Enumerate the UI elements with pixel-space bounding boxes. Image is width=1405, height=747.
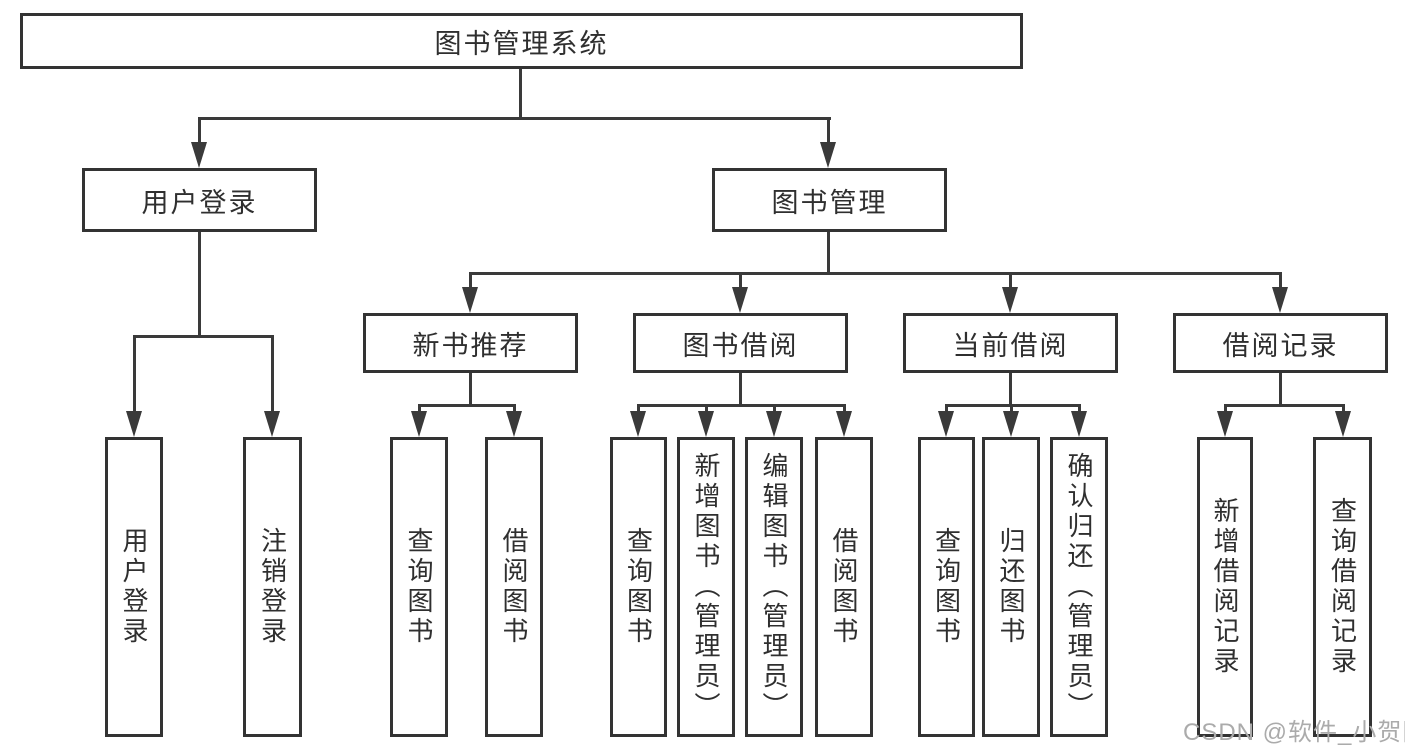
arrow-s4-add	[1217, 411, 1233, 437]
connector-l1-stem-left	[198, 117, 201, 144]
connector-book-stem	[827, 232, 830, 275]
connector-l2-stem-4	[1279, 272, 1282, 288]
leaf-s1-query-books: 查询图书	[390, 437, 448, 737]
node-new-books: 新书推荐	[363, 313, 578, 373]
leaf-s4-query-borrow-record: 查询借阅记录	[1313, 437, 1372, 737]
node-root-label: 图书管理系统	[434, 28, 609, 59]
connector-s3-c3	[1078, 404, 1081, 413]
node-borrow-records-label: 借阅记录	[1222, 330, 1339, 361]
node-current-borrow: 当前借阅	[903, 313, 1118, 373]
arrow-s3-confirm	[1071, 411, 1087, 437]
arrow-logout-leaf	[264, 411, 280, 437]
connector-l1-branch	[198, 117, 831, 120]
node-user-login: 用户登录	[82, 168, 317, 232]
csdn-watermark: CSDN @软件_小贺同学	[1183, 719, 1405, 746]
connector-s1-stem	[469, 373, 472, 407]
connector-s2-stem	[739, 373, 742, 407]
arrow-s2-query	[630, 411, 646, 437]
leaf-s2-add-book-admin: 新增图书（管理员）	[677, 437, 735, 737]
connector-s2-c4	[843, 404, 846, 413]
arrow-s2-edit	[766, 411, 782, 437]
arrow-current-borrow	[1002, 287, 1018, 313]
leaf-s4-query-borrow-record-label: 查询借阅记录	[1327, 497, 1358, 677]
node-book-mgmt-label: 图书管理	[771, 187, 888, 218]
leaf-s4-add-borrow-record-label: 新增借阅记录	[1210, 497, 1240, 677]
connector-s2-c2	[705, 404, 708, 413]
node-book-mgmt: 图书管理	[712, 168, 947, 232]
connector-l2-stem-1	[469, 272, 472, 288]
connector-user-stem	[198, 232, 201, 338]
connector-s3-branch	[945, 404, 1081, 407]
leaf-s2-edit-book-admin: 编辑图书（管理员）	[745, 437, 803, 737]
arrow-new-books	[462, 287, 478, 313]
connector-s4-c2	[1342, 404, 1345, 413]
connector-s3-c1	[945, 404, 948, 413]
connector-user-child2-stem	[271, 335, 274, 413]
connector-s4-c1	[1224, 404, 1227, 413]
connector-l2-branch	[469, 272, 1282, 275]
arrow-s4-query	[1335, 411, 1351, 437]
node-borrow-records: 借阅记录	[1173, 313, 1388, 373]
leaf-logout: 注销登录	[243, 437, 302, 737]
node-book-borrow-label: 图书借阅	[682, 330, 799, 361]
node-book-borrow: 图书借阅	[633, 313, 848, 373]
connector-s1-c2	[513, 404, 516, 413]
arrow-s1-borrow	[506, 411, 522, 437]
leaf-s3-confirm-return-admin: 确认归还（管理员）	[1050, 437, 1108, 737]
leaf-s1-query-books-label: 查询图书	[404, 527, 434, 647]
leaf-s1-borrow-books-label: 借阅图书	[499, 527, 529, 647]
leaf-s4-add-borrow-record: 新增借阅记录	[1197, 437, 1253, 737]
connector-s2-c3	[773, 404, 776, 413]
leaf-s3-return-book-label: 归还图书	[996, 527, 1026, 647]
connector-s3-c2	[1010, 404, 1013, 413]
connector-root-stem	[519, 69, 522, 119]
connector-s1-branch	[418, 404, 516, 407]
connector-s1-c1	[418, 404, 421, 413]
leaf-s3-confirm-return-admin-label: 确认归还（管理员）	[1064, 452, 1094, 722]
arrow-s2-borrow	[836, 411, 852, 437]
leaf-user-login-label: 用户登录	[119, 527, 149, 647]
leaf-s2-borrow-books-label: 借阅图书	[829, 527, 859, 647]
arrow-user-login-leaf	[126, 411, 142, 437]
leaf-logout-label: 注销登录	[257, 527, 288, 647]
leaf-s3-query-books-label: 查询图书	[931, 527, 962, 647]
connector-user-branch	[133, 335, 274, 338]
connector-s2-c1	[637, 404, 640, 413]
leaf-s3-return-book: 归还图书	[982, 437, 1040, 737]
arrow-book-mgmt	[820, 142, 836, 168]
arrow-s2-add	[698, 411, 714, 437]
leaf-user-login: 用户登录	[105, 437, 163, 737]
node-root: 图书管理系统	[20, 13, 1023, 69]
arrow-s3-query	[938, 411, 954, 437]
node-current-borrow-label: 当前借阅	[952, 330, 1069, 361]
arrow-s3-return	[1003, 411, 1019, 437]
leaf-s2-borrow-books: 借阅图书	[815, 437, 873, 737]
arrow-user-login	[191, 142, 207, 168]
leaf-s2-add-book-admin-label: 新增图书（管理员）	[691, 452, 721, 722]
connector-s3-stem	[1009, 373, 1012, 407]
leaf-s1-borrow-books: 借阅图书	[485, 437, 543, 737]
node-new-books-label: 新书推荐	[412, 330, 529, 361]
leaf-s2-edit-book-admin-label: 编辑图书（管理员）	[759, 452, 789, 722]
arrow-s1-query	[411, 411, 427, 437]
connector-l2-stem-3	[1009, 272, 1012, 288]
connector-s4-stem	[1279, 373, 1282, 407]
connector-s2-branch	[637, 404, 846, 407]
connector-l2-stem-2	[739, 272, 742, 288]
leaf-s3-query-books: 查询图书	[918, 437, 975, 737]
arrow-borrow-records	[1272, 287, 1288, 313]
leaf-s2-query-books: 查询图书	[610, 437, 667, 737]
connector-s4-branch	[1224, 404, 1345, 407]
node-user-login-label: 用户登录	[141, 187, 258, 218]
connector-l1-stem-right	[827, 117, 830, 144]
leaf-s2-query-books-label: 查询图书	[623, 527, 654, 647]
arrow-book-borrow	[732, 287, 748, 313]
connector-user-child1-stem	[133, 335, 136, 413]
